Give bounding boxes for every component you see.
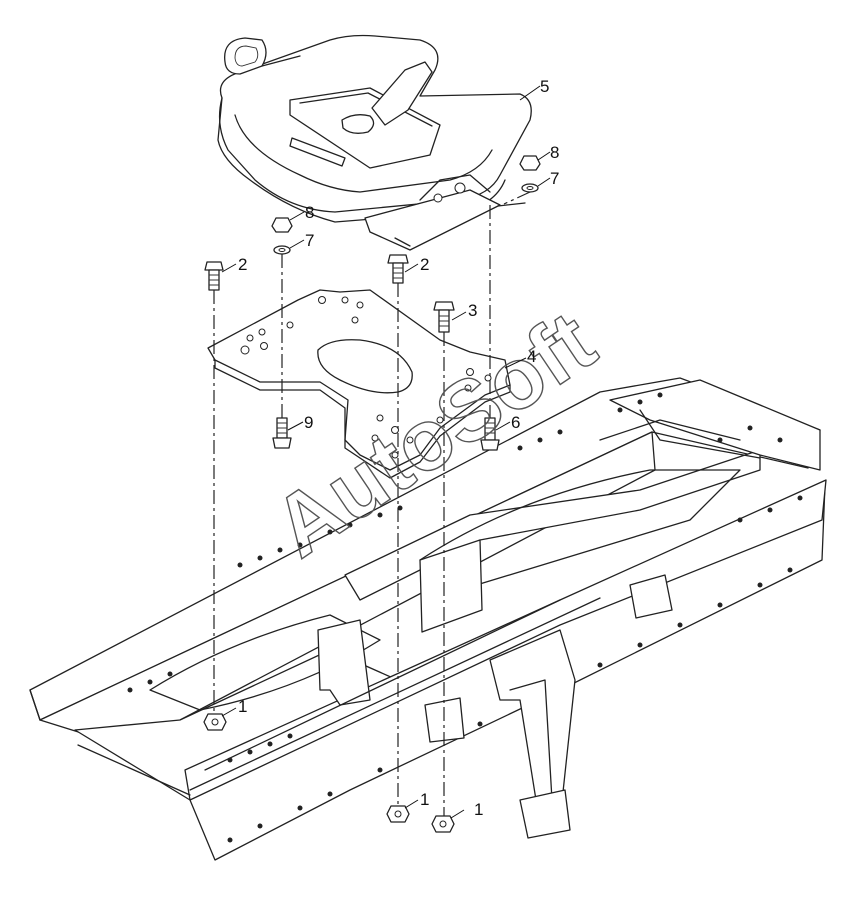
callout-2-center: 2 bbox=[420, 255, 429, 274]
nut-1-right bbox=[431, 815, 455, 833]
bolt-3 bbox=[433, 301, 455, 333]
callout-2-left: 2 bbox=[238, 255, 247, 274]
bolt-9 bbox=[272, 417, 292, 449]
callout-9: 9 bbox=[304, 413, 313, 432]
callout-1-left: 1 bbox=[238, 697, 247, 716]
nut-8-washer-7-left bbox=[271, 217, 293, 255]
chassis-frame bbox=[29, 377, 827, 861]
callout-6: 6 bbox=[511, 413, 520, 432]
nut-1-center bbox=[386, 805, 410, 823]
callout-1-center: 1 bbox=[420, 790, 429, 809]
callout-5: 5 bbox=[540, 77, 549, 96]
nut-8-washer-7-right bbox=[519, 155, 541, 193]
callout-4: 4 bbox=[527, 347, 536, 366]
bolt-2-left bbox=[204, 261, 224, 291]
mounting-plate bbox=[207, 289, 511, 479]
assembly-centerlines bbox=[213, 191, 531, 816]
frame-holes bbox=[127, 392, 803, 843]
callout-8-right: 8 bbox=[550, 143, 559, 162]
nut-1-left bbox=[203, 713, 227, 731]
callout-7-right: 7 bbox=[550, 169, 559, 188]
callout-1-right: 1 bbox=[474, 800, 483, 819]
callouts: 5 8 7 8 7 2 2 3 4 9 6 1 1 1 bbox=[221, 77, 559, 819]
bolt-2-center bbox=[387, 254, 409, 284]
callout-3: 3 bbox=[468, 301, 477, 320]
callout-7-left: 7 bbox=[305, 231, 314, 250]
seat-assembly bbox=[217, 34, 532, 251]
callout-8-left: 8 bbox=[305, 203, 314, 222]
